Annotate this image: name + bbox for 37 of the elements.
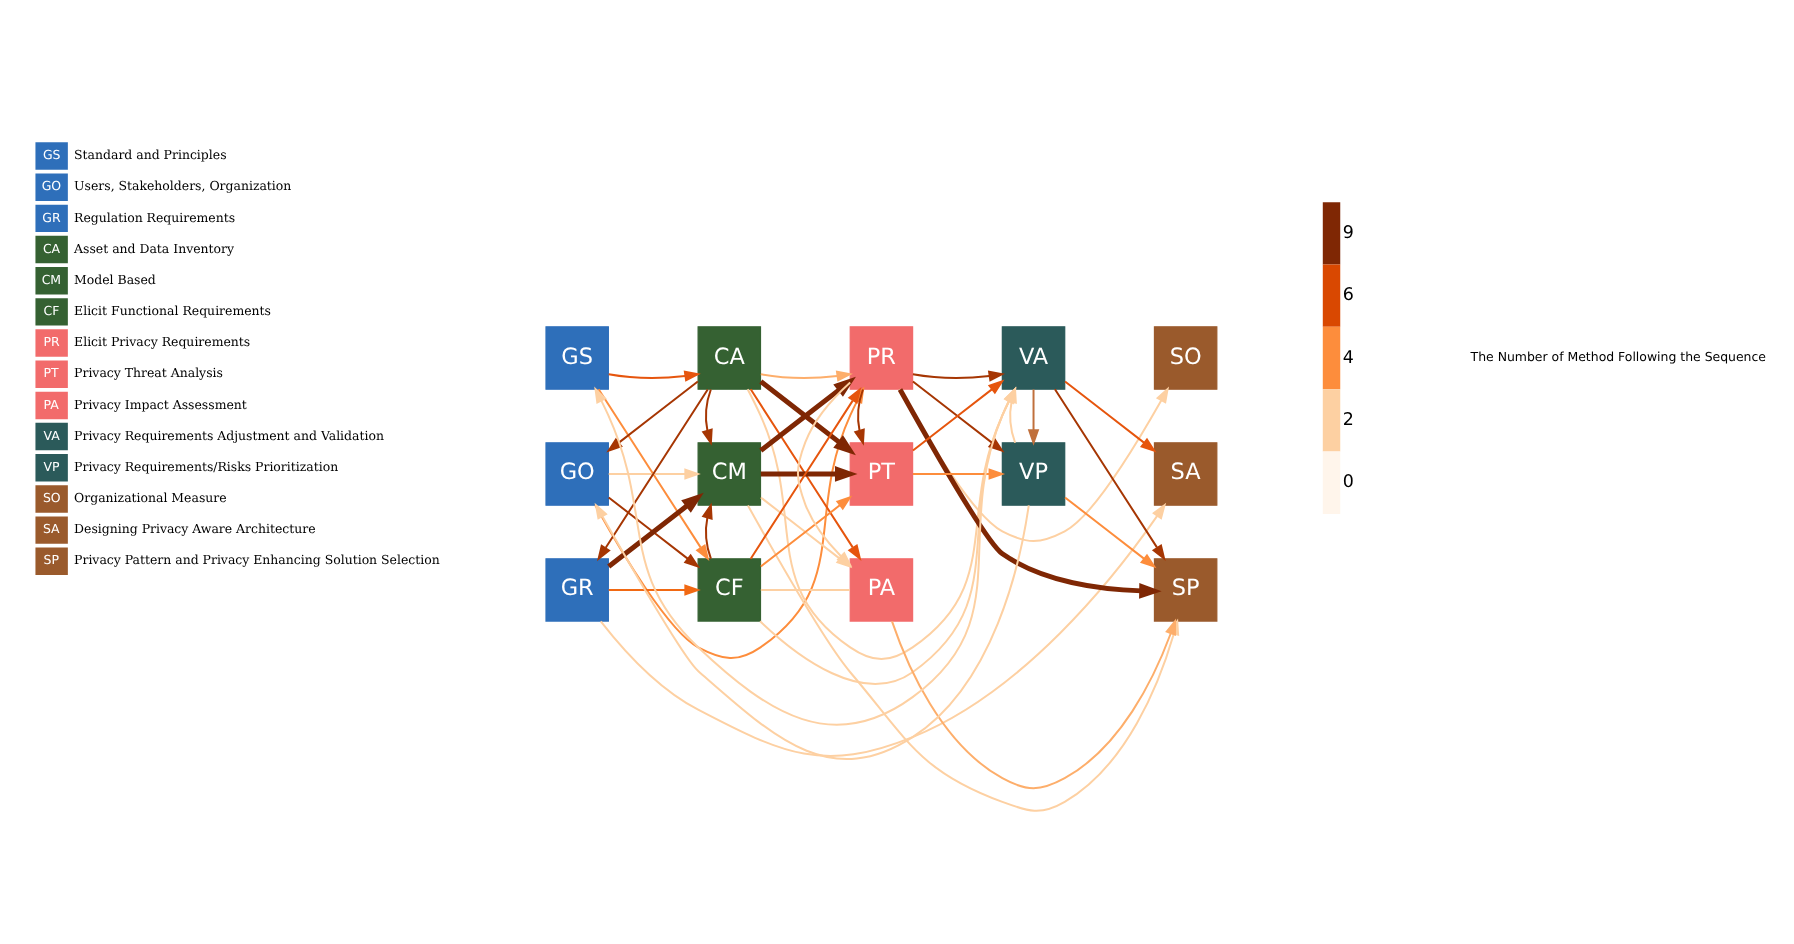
arrow xyxy=(701,502,713,560)
arrow xyxy=(607,370,701,382)
arrow xyxy=(759,370,853,382)
arrow xyxy=(594,502,1030,760)
node-box: GR xyxy=(545,558,609,622)
arrow xyxy=(891,618,1177,790)
label: 0 xyxy=(1342,473,1354,494)
node-box: VP xyxy=(1001,442,1066,506)
label: 6 xyxy=(1342,286,1354,307)
node-box: CA xyxy=(697,326,762,390)
arrow xyxy=(1027,388,1040,446)
arrow xyxy=(607,468,701,480)
label: 9 xyxy=(1342,223,1354,244)
node-box: GO xyxy=(545,442,609,506)
node-box: GS xyxy=(545,326,609,390)
arrow xyxy=(606,380,699,453)
node-box: SO xyxy=(1153,326,1218,390)
arrow xyxy=(911,468,1006,480)
arrow xyxy=(1064,496,1157,569)
arrow xyxy=(701,388,713,446)
node-box: PA xyxy=(849,558,914,622)
node-box: VA xyxy=(1001,326,1066,390)
node-box: PT xyxy=(849,442,914,506)
arrow xyxy=(911,370,1006,382)
node-box: PR xyxy=(849,326,914,390)
arrow xyxy=(599,502,1167,757)
node-box: CM xyxy=(697,442,762,506)
arrow xyxy=(607,584,701,596)
connector xyxy=(759,588,851,591)
node-box: CF xyxy=(697,558,762,622)
node-box: SA xyxy=(1153,442,1218,506)
label: 4 xyxy=(1342,348,1354,369)
label: 2 xyxy=(1342,410,1354,431)
arrow xyxy=(760,466,858,482)
arrow xyxy=(1053,388,1166,561)
arrow xyxy=(1064,380,1157,453)
node-box: SP xyxy=(1153,558,1218,622)
